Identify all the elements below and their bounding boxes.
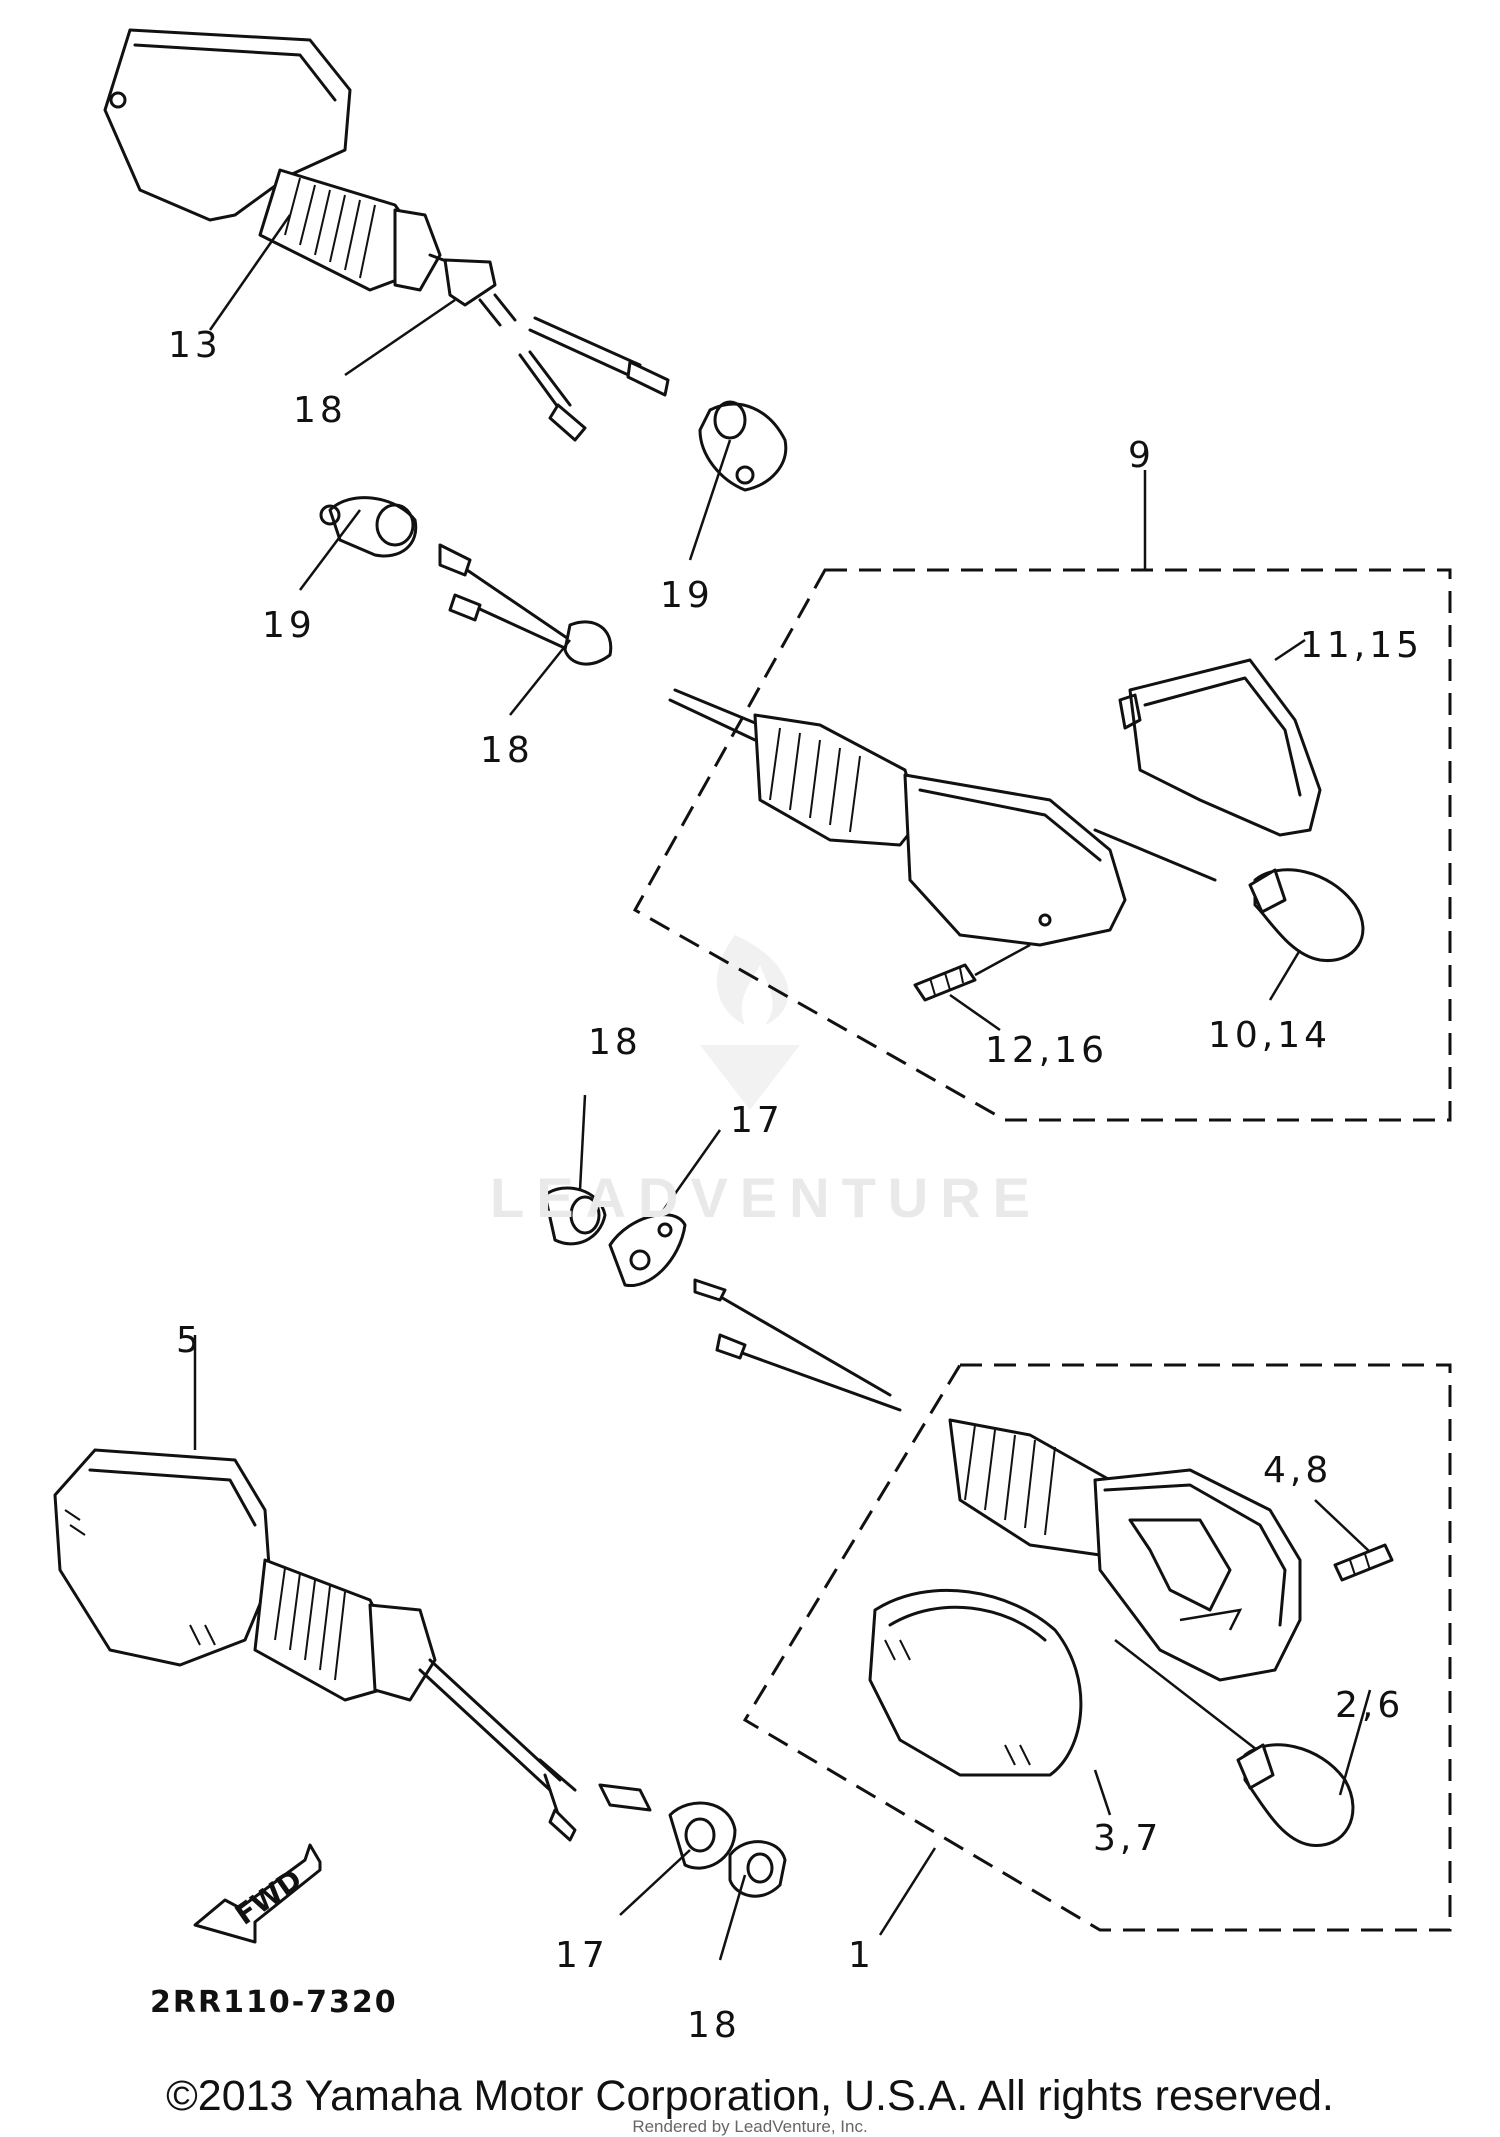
callout-19-upper: 19	[660, 575, 714, 616]
turn-signal-assembly-9	[753, 713, 1127, 947]
callout-17-lower: 17	[555, 1935, 609, 1976]
watermark-logo	[700, 935, 800, 1110]
callout-18-middle: 18	[588, 1022, 642, 1063]
callout-18-middle-left: 18	[480, 730, 534, 771]
drawing-code: 2RR110-7320	[150, 1985, 398, 2020]
callout-5: 5	[176, 1320, 203, 1361]
turn-signal-13	[103, 28, 517, 327]
callout-17-middle: 17	[730, 1100, 784, 1141]
assembly-9-outline	[632, 470, 1452, 1122]
leader-lines	[193, 214, 1372, 1961]
callout-4-8: 4,8	[1263, 1450, 1333, 1491]
callout-18-top: 18	[293, 390, 347, 431]
wire-leads-top	[518, 316, 670, 442]
washer-17-middle	[608, 1213, 687, 1288]
callout-18-lower: 18	[687, 2005, 741, 2046]
callout-1: 1	[848, 1935, 875, 1976]
lens-3-7	[868, 1588, 1083, 1777]
callout-12-16: 12,16	[985, 1030, 1109, 1071]
grommet-19-upper	[698, 400, 788, 492]
callout-10-14: 10,14	[1208, 1015, 1332, 1056]
grommet-19-left	[319, 496, 418, 558]
assembly-1-outline	[742, 1363, 1452, 1936]
bulb-10-14	[1093, 828, 1365, 963]
nut-18-lower	[728, 1840, 787, 1898]
callout-3-7: 3,7	[1093, 1818, 1163, 1859]
turn-signal-5	[53, 1448, 652, 1842]
wire-harness-middle	[438, 543, 762, 742]
rendered-by-notice: Rendered by LeadVenture, Inc.	[632, 2117, 868, 2136]
callout-9: 9	[1128, 435, 1155, 476]
copyright-notice: ©2013 Yamaha Motor Corporation, U.S.A. A…	[166, 2072, 1334, 2120]
lens-11-15	[1118, 658, 1322, 837]
fwd-arrow-icon: FWD	[193, 1843, 322, 1944]
turn-signal-assembly-1	[693, 1278, 1302, 1682]
callout-2-6: 2,6	[1335, 1685, 1405, 1726]
callout-11-15: 11,15	[1300, 625, 1424, 666]
fwd-label: FWD	[229, 1863, 308, 1932]
grommet-18-middle	[543, 1186, 607, 1246]
screw-12-16	[913, 943, 1031, 1002]
screw-4-8	[1314, 1499, 1394, 1582]
watermark-text: LEADVENTURE	[490, 1166, 1043, 1229]
bulb-2-6	[1114, 1639, 1355, 1847]
callout-13: 13	[168, 325, 222, 366]
callout-19-left: 19	[262, 605, 316, 646]
